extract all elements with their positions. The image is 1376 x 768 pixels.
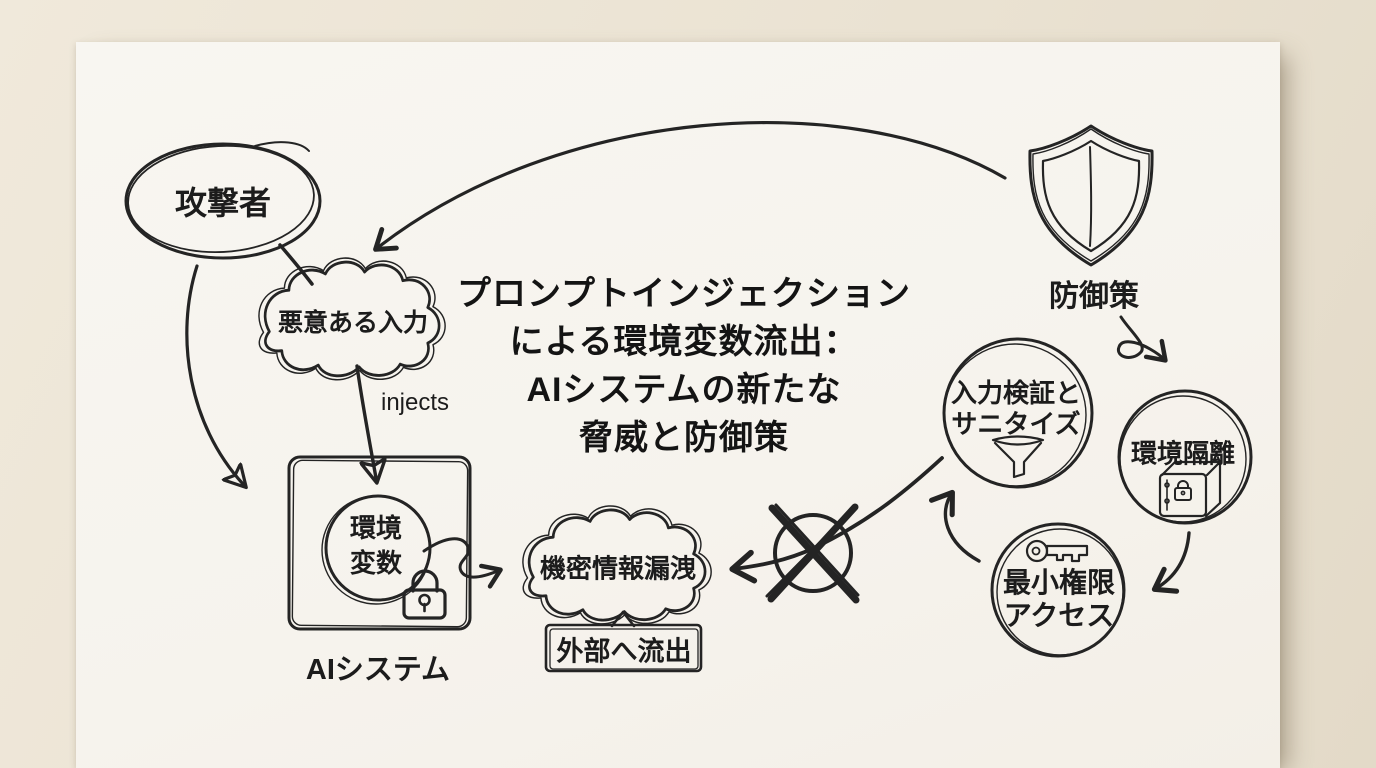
- connector-attacker-to-cloud: [278, 243, 314, 286]
- defense-item-validation-label: 入力検証と サニタイズ: [950, 378, 1082, 439]
- shield-icon: [1028, 124, 1154, 267]
- arrow-shield-to-input: [373, 121, 1007, 252]
- page-title: プロンプトインジェクション による環境変数流出： AIシステムの新たな 脅威と防…: [457, 275, 911, 457]
- x-mark-icon: [765, 503, 860, 604]
- arrow-attacker-to-system: [185, 264, 243, 484]
- arrow-least-privilege-to-validation: [929, 489, 981, 563]
- defense-item-isolation-label: 環境隔離: [1130, 438, 1236, 469]
- ai-system-label: AIシステム: [305, 654, 451, 686]
- defense-item-least-privilege-label: 最小権限 アクセス: [1002, 567, 1116, 631]
- arrow-env-to-leak: [422, 537, 503, 589]
- external-leak-label: 外部へ流出: [556, 636, 692, 667]
- defense-circle-validation: [942, 337, 1094, 489]
- leak-label: 機密情報漏洩: [539, 553, 697, 584]
- arrow-injects: [355, 364, 376, 478]
- arrow-leak-blocked: [729, 456, 944, 584]
- key-icon: [1025, 539, 1089, 563]
- arrow-isolation-to-least-privilege: [1151, 531, 1191, 594]
- attacker-ellipse: [124, 141, 322, 260]
- arrow-defense-to-isolation: [1116, 315, 1168, 363]
- attacker-label: 攻撃者: [174, 185, 272, 221]
- safe-icon: [1158, 460, 1222, 518]
- defense-circle-isolation: [1117, 389, 1253, 525]
- malicious-input-label: 悪意ある入力: [277, 309, 429, 337]
- env-vars-label: 環境 変数: [349, 513, 403, 578]
- defense-circle-least-privilege: [990, 522, 1126, 658]
- lock-icon: [402, 569, 447, 620]
- injects-label: injects: [380, 389, 450, 416]
- funnel-icon: [991, 435, 1045, 479]
- paper-sheet: [76, 42, 1280, 768]
- defense-label: 防御策: [1049, 280, 1139, 313]
- external-leak-box: [544, 610, 703, 673]
